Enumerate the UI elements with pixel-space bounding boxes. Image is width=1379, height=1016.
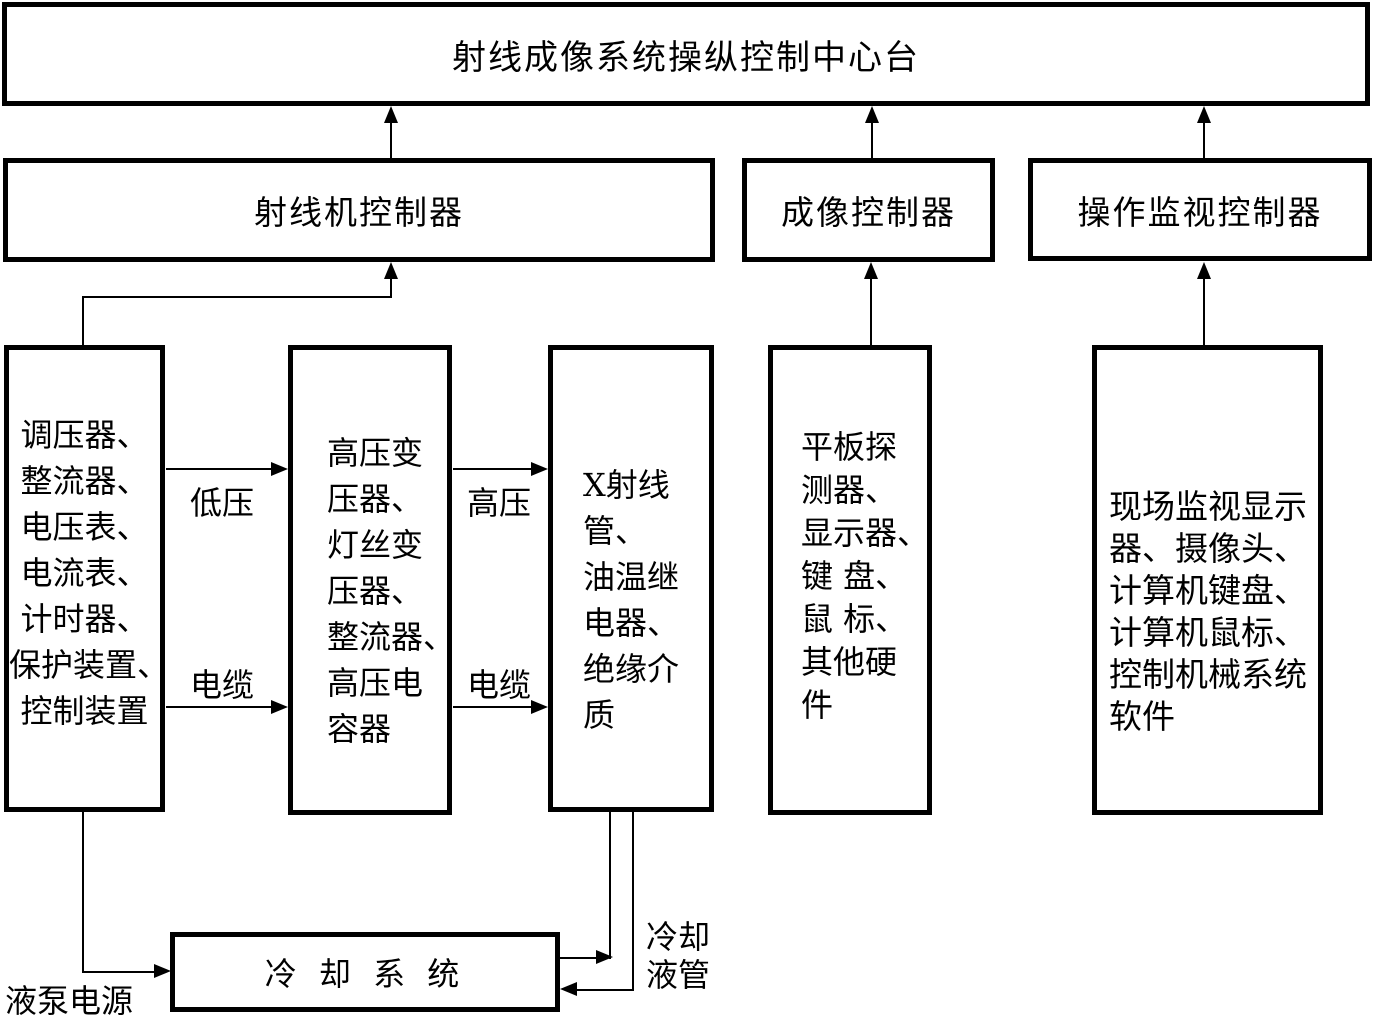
imaging-hardware-line: 其他硬	[801, 643, 898, 681]
xray-tube-line: 油温继	[583, 558, 680, 596]
hv-unit-line: 容器	[327, 710, 392, 748]
power-unit-line: 电压表、	[20, 508, 149, 546]
pump-power-down-line	[82, 812, 84, 973]
arrow-line-monitorhw-to-monitorctrl	[1203, 266, 1205, 345]
monitor-hardware-line: 控制机械系统	[1109, 655, 1307, 694]
cable-label: 电缆	[466, 666, 531, 704]
coolant-out-line	[560, 957, 600, 959]
hv-unit-line: 整流器、	[327, 618, 456, 656]
power-unit-line: 保护装置、	[9, 646, 170, 684]
arrow-line-xrayctrl-to-console	[390, 110, 392, 158]
arrow-line-high-voltage	[453, 468, 533, 470]
power-unit-box: 调压器、 整流器、 电压表、 电流表、 计时器、 保护装置、 控制装置	[4, 345, 170, 812]
console-box: 射线成像系统操纵控制中心台	[2, 2, 1370, 106]
imaging-controller-label: 成像控制器	[781, 193, 956, 232]
xray-controller-label: 射线机控制器	[254, 193, 464, 232]
coolant-return-line	[577, 989, 634, 991]
coolant-pipe-return-line	[632, 812, 634, 991]
arrowhead-up	[1197, 262, 1211, 279]
xray-controller-box: 射线机控制器	[3, 158, 715, 262]
xray-tube-box: X射线 管、 油温继 电器、 绝缘介 质	[548, 345, 714, 812]
coolant-pipe-label: 冷却 液管	[646, 918, 710, 994]
arrowhead-up	[384, 106, 398, 123]
monitor-hardware-line: 现场监视显示	[1109, 487, 1307, 526]
power-unit-line: 整流器、	[20, 462, 149, 500]
arrowhead-right	[154, 964, 171, 978]
coolant-pipe-label-line: 冷却	[646, 918, 711, 956]
arrow-line-power-up	[82, 297, 84, 345]
arrowhead-right	[271, 462, 288, 476]
cable-label: 电缆	[189, 666, 254, 704]
console-title: 射线成像系统操纵控制中心台	[452, 37, 920, 78]
hv-unit-line: 灯丝变	[327, 526, 424, 564]
hv-unit-line: 压器、	[327, 572, 424, 610]
hv-unit-line: 高压变	[327, 434, 424, 472]
arrowhead-right	[531, 700, 548, 714]
low-voltage-label: 低压	[189, 484, 254, 522]
arrowhead-right	[531, 462, 548, 476]
imaging-hardware-line: 平板探	[801, 428, 898, 466]
xray-tube-line: 电器、	[583, 604, 680, 642]
monitor-hardware-box: 现场监视显示 器、摄像头、 计算机键盘、 计算机鼠标、 控制机械系统 软件	[1092, 345, 1323, 815]
hv-unit-line: 压器、	[327, 480, 424, 518]
coolant-pipe-label-line: 液管	[646, 956, 711, 994]
power-unit-line: 计时器、	[20, 600, 149, 638]
arrowhead-up	[865, 106, 879, 123]
arrow-line-monitorctrl-to-console	[1203, 110, 1205, 158]
monitor-hardware-line: 计算机鼠标、	[1109, 613, 1307, 652]
arrowhead-left	[560, 982, 577, 996]
arrowhead-right	[596, 950, 613, 964]
xray-tube-line: X射线	[583, 466, 670, 504]
imaging-hardware-line: 测器、	[801, 471, 898, 509]
imaging-controller-box: 成像控制器	[742, 158, 995, 262]
imaging-hardware-line: 件	[801, 686, 834, 724]
cooling-system-box: 冷 却 系 统	[170, 932, 560, 1012]
arrow-line-low-voltage	[166, 468, 274, 470]
pump-power-label: 液泵电源	[5, 982, 134, 1016]
xray-tube-line: 绝缘介	[583, 650, 680, 688]
power-unit-line: 控制装置	[20, 692, 149, 730]
hv-unit-box: 高压变 压器、 灯丝变 压器、 整流器、 高压电 容器	[288, 345, 456, 815]
high-voltage-label: 高压	[466, 484, 531, 522]
imaging-hardware-line: 鼠 标、	[801, 600, 908, 638]
coolant-pipe-up-line	[609, 812, 611, 959]
arrow-line-cable-hv	[453, 706, 533, 708]
monitor-hardware-line: 器、摄像头、	[1109, 529, 1307, 568]
arrow-line-detector-to-imagingctrl	[870, 266, 872, 345]
arrow-line-imagingctrl-to-console	[871, 110, 873, 158]
arrow-line-cable-lv	[166, 706, 274, 708]
imaging-hardware-box: 平板探 测器、 显示器、 键 盘、 鼠 标、 其他硬 件	[768, 345, 932, 815]
cooling-system-label: 冷 却 系 统	[264, 955, 466, 993]
arrow-line-power-across	[82, 296, 392, 298]
power-unit-line: 调压器、	[20, 416, 149, 454]
xray-tube-line: 质	[583, 696, 616, 734]
monitor-controller-label: 操作监视控制器	[1077, 192, 1323, 232]
imaging-hardware-line: 显示器、	[801, 514, 930, 552]
power-unit-line: 电流表、	[20, 554, 149, 592]
arrowhead-up	[1197, 106, 1211, 123]
monitor-hardware-line: 软件	[1109, 697, 1175, 736]
arrowhead-right	[271, 700, 288, 714]
hv-unit-line: 高压电	[327, 664, 424, 702]
pump-power-across-line	[82, 971, 158, 973]
xray-tube-line: 管、	[583, 512, 648, 550]
arrow-line-power-into-ctrl	[390, 266, 392, 298]
arrowhead-up	[384, 262, 398, 279]
monitor-hardware-line: 计算机键盘、	[1109, 571, 1307, 610]
imaging-hardware-line: 键 盘、	[801, 557, 908, 595]
monitor-controller-box: 操作监视控制器	[1028, 158, 1372, 261]
arrowhead-up	[864, 262, 878, 279]
